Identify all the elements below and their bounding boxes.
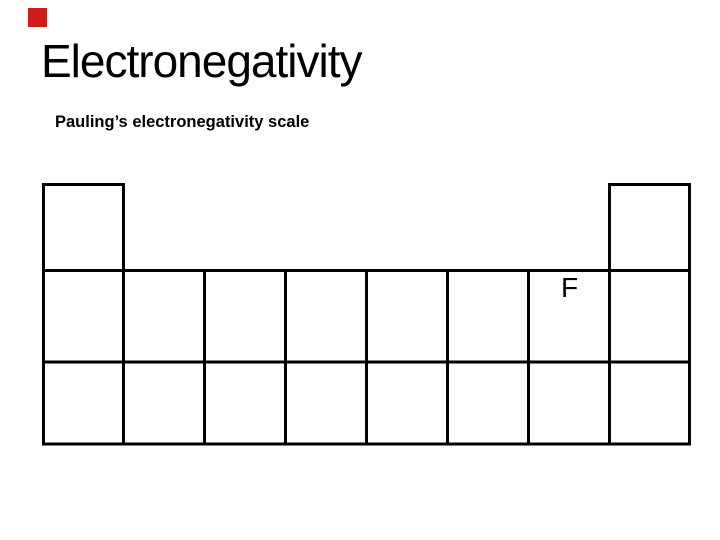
cell-r1c1	[45, 186, 122, 269]
cell-r2c8	[611, 272, 688, 360]
cell-r2c5	[368, 272, 446, 360]
periodic-table-grid-lines	[42, 183, 691, 446]
element-symbol-fluorine: F	[560, 272, 579, 303]
cell-r3c7	[530, 364, 608, 443]
cell-r3c8	[611, 364, 688, 443]
cell-r1c8	[611, 186, 688, 269]
cell-r2c1	[45, 272, 122, 360]
cell-r3c2	[125, 364, 203, 443]
cell-r3c5	[368, 364, 446, 443]
slide-title: Electronegativity	[41, 35, 362, 87]
corner-accent-square	[28, 8, 47, 27]
cell-r3c1	[45, 364, 122, 443]
cell-r3c3	[206, 364, 284, 443]
cell-r2c2	[125, 272, 203, 360]
cell-r2c4	[287, 272, 365, 360]
cell-r3c6	[449, 364, 527, 443]
slide-subtitle: Pauling’s electronegativity scale	[55, 113, 310, 131]
cell-r3c4	[287, 364, 365, 443]
cell-r2c6	[449, 272, 527, 360]
cell-r2c3	[206, 272, 284, 360]
